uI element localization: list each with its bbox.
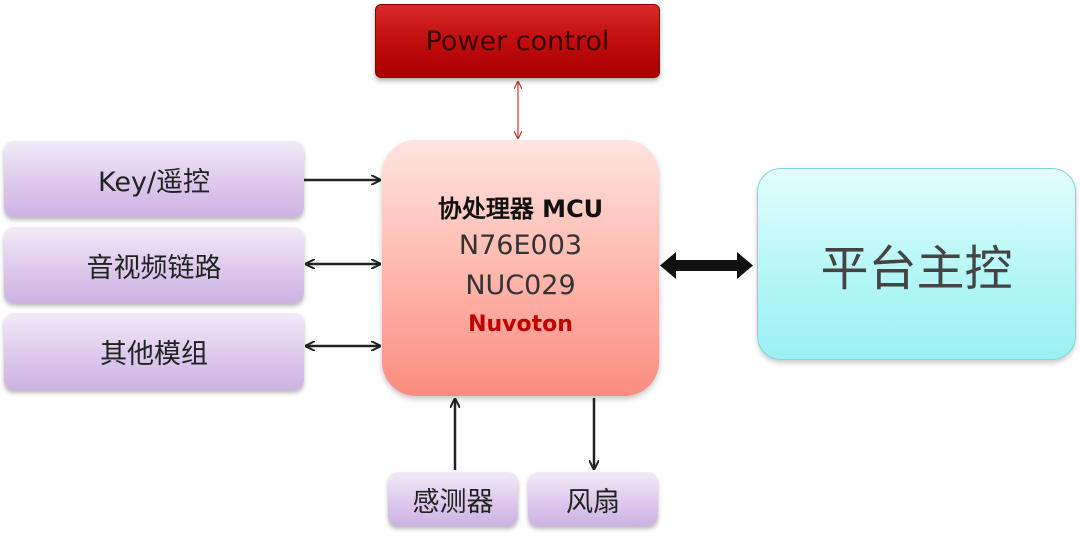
other-modules-label: 其他模组 xyxy=(100,339,208,370)
power-control-label: Power control xyxy=(425,25,610,57)
mcu-title: 协处理器 MCU xyxy=(437,195,604,223)
key-remote-label: Key/遥控 xyxy=(97,166,211,198)
sensor-box: 感测器 xyxy=(388,472,518,526)
av-link-label: 音视频链路 xyxy=(86,252,222,284)
fan-label: 风扇 xyxy=(566,486,620,518)
key-remote-box: Key/遥控 xyxy=(4,141,304,217)
mcu-box: 协处理器 MCU N76E003 NUC029 Nuvoton xyxy=(382,140,659,396)
other-modules-box: 其他模组 xyxy=(4,313,304,390)
av-link-box: 音视频链路 xyxy=(4,227,304,303)
mcu-platform-arrow xyxy=(660,252,753,279)
power-control-box: Power control xyxy=(375,4,660,78)
sensor-label: 感测器 xyxy=(412,486,494,518)
platform-label: 平台主控 xyxy=(820,241,1013,297)
mcu-brand: Nuvoton xyxy=(468,312,573,337)
platform-main-control-box: 平台主控 xyxy=(757,168,1076,360)
fan-box: 风扇 xyxy=(528,472,658,526)
mcu-model-1: N76E003 xyxy=(458,230,583,261)
mcu-model-2: NUC029 xyxy=(465,270,576,301)
